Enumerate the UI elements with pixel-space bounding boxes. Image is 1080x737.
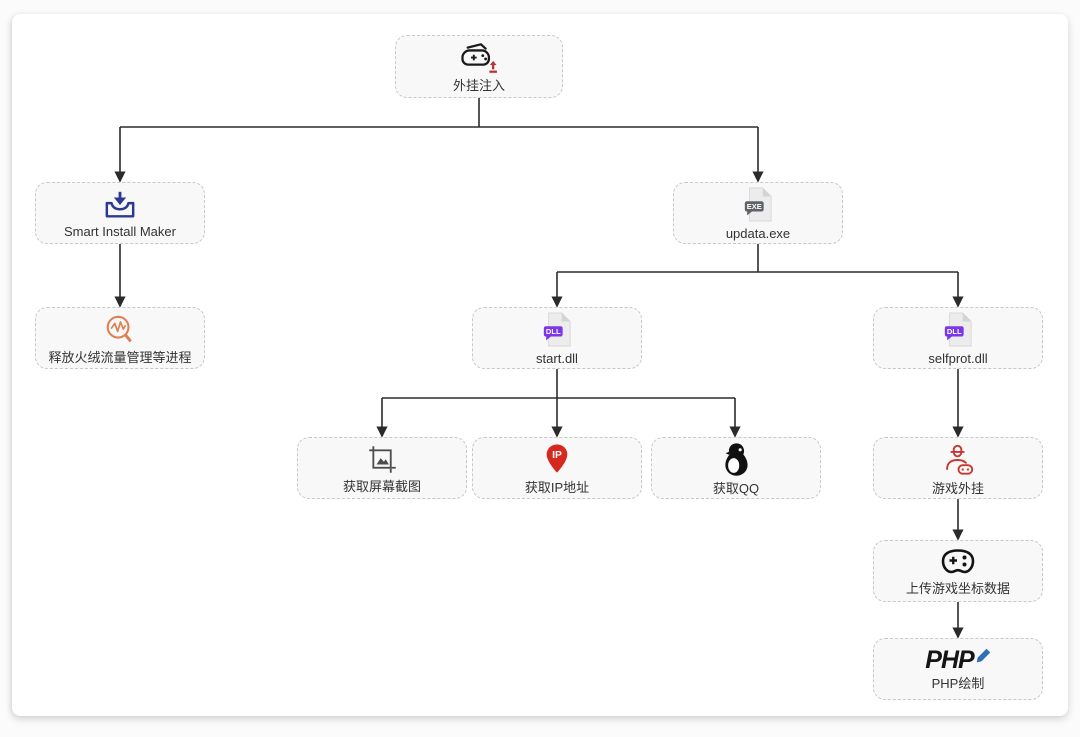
node-get-qq: 获取QQ bbox=[651, 437, 821, 499]
node-label: start.dll bbox=[536, 351, 578, 366]
gamepad-upload-icon bbox=[458, 41, 500, 75]
node-upload-coords: 上传游戏坐标数据 bbox=[873, 540, 1043, 602]
svg-text:DLL: DLL bbox=[947, 327, 962, 336]
dll-file-icon: DLL bbox=[942, 311, 974, 348]
dll-file-icon: DLL bbox=[541, 311, 573, 348]
node-selfprot-dll: DLL selfprot.dll bbox=[873, 307, 1043, 369]
node-game-cheat: 游戏外挂 bbox=[873, 437, 1043, 499]
screenshot-icon bbox=[366, 443, 399, 476]
node-label: 获取QQ bbox=[712, 481, 760, 496]
node-label: PHP绘制 bbox=[931, 676, 985, 691]
activity-magnifier-icon bbox=[103, 313, 137, 347]
node-updata-exe: EXE updata.exe bbox=[673, 182, 843, 244]
node-start-dll: DLL start.dll bbox=[472, 307, 642, 369]
node-label: 获取IP地址 bbox=[524, 479, 590, 495]
node-label: Smart Install Maker bbox=[64, 223, 176, 239]
php-logo-text: PHP bbox=[925, 646, 974, 674]
node-release-huorong: 释放火绒流量管理等进程 bbox=[35, 307, 205, 369]
node-label: 游戏外挂 bbox=[931, 480, 984, 496]
node-label: 上传游戏坐标数据 bbox=[905, 581, 1010, 596]
node-inject: 外挂注入 bbox=[395, 35, 563, 98]
php-pencil-icon: PHP bbox=[925, 648, 990, 673]
node-php-draw: PHP PHP绘制 bbox=[873, 638, 1043, 700]
exe-file-icon: EXE bbox=[742, 186, 774, 223]
node-label: 获取屏幕截图 bbox=[342, 479, 421, 494]
node-label: 外挂注入 bbox=[452, 78, 505, 93]
qq-penguin-icon bbox=[719, 441, 753, 478]
install-package-icon bbox=[102, 189, 138, 221]
node-get-ip: IP 获取IP地址 bbox=[472, 437, 642, 499]
gamepad-outline-icon bbox=[938, 547, 978, 578]
node-label: selfprot.dll bbox=[928, 351, 988, 366]
svg-text:IP: IP bbox=[552, 449, 562, 460]
node-label: updata.exe bbox=[725, 226, 791, 241]
svg-text:DLL: DLL bbox=[546, 327, 561, 336]
node-screenshot: 获取屏幕截图 bbox=[297, 437, 467, 499]
cheater-gamepad-icon bbox=[940, 442, 976, 478]
pencil-icon bbox=[976, 648, 990, 663]
node-smart-install-maker: Smart Install Maker bbox=[35, 182, 205, 244]
ip-pin-icon: IP bbox=[542, 443, 572, 477]
svg-text:EXE: EXE bbox=[747, 202, 762, 211]
node-label: 释放火绒流量管理等进程 bbox=[48, 349, 192, 365]
